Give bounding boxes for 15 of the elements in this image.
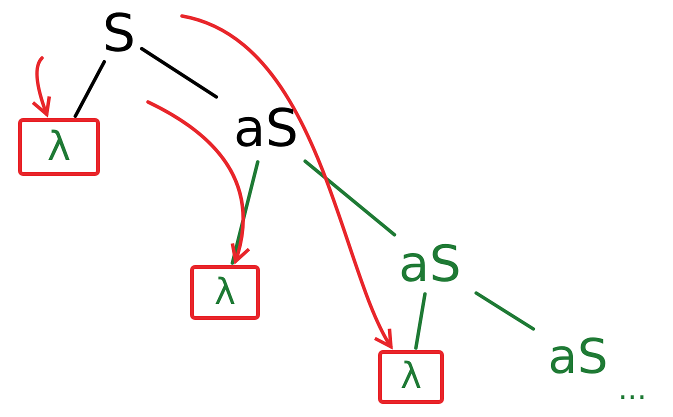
- tree-branch: [140, 46, 218, 99]
- empty-string-box: λ: [378, 350, 444, 404]
- grammar-symbol: aS: [210, 98, 322, 160]
- tree-branch: [303, 160, 396, 236]
- empty-string-box: λ: [190, 265, 260, 320]
- tree-branch: [230, 160, 260, 265]
- arrow: [146, 100, 250, 263]
- arrow: [31, 56, 52, 116]
- grammar-symbol: aS: [380, 236, 480, 292]
- arrow: [180, 14, 393, 348]
- tree-branch: [74, 60, 106, 118]
- tree-branch: [414, 292, 427, 350]
- empty-string-box: λ: [18, 118, 100, 176]
- grammar-symbol: S: [98, 8, 140, 60]
- tree-branch: [474, 291, 536, 331]
